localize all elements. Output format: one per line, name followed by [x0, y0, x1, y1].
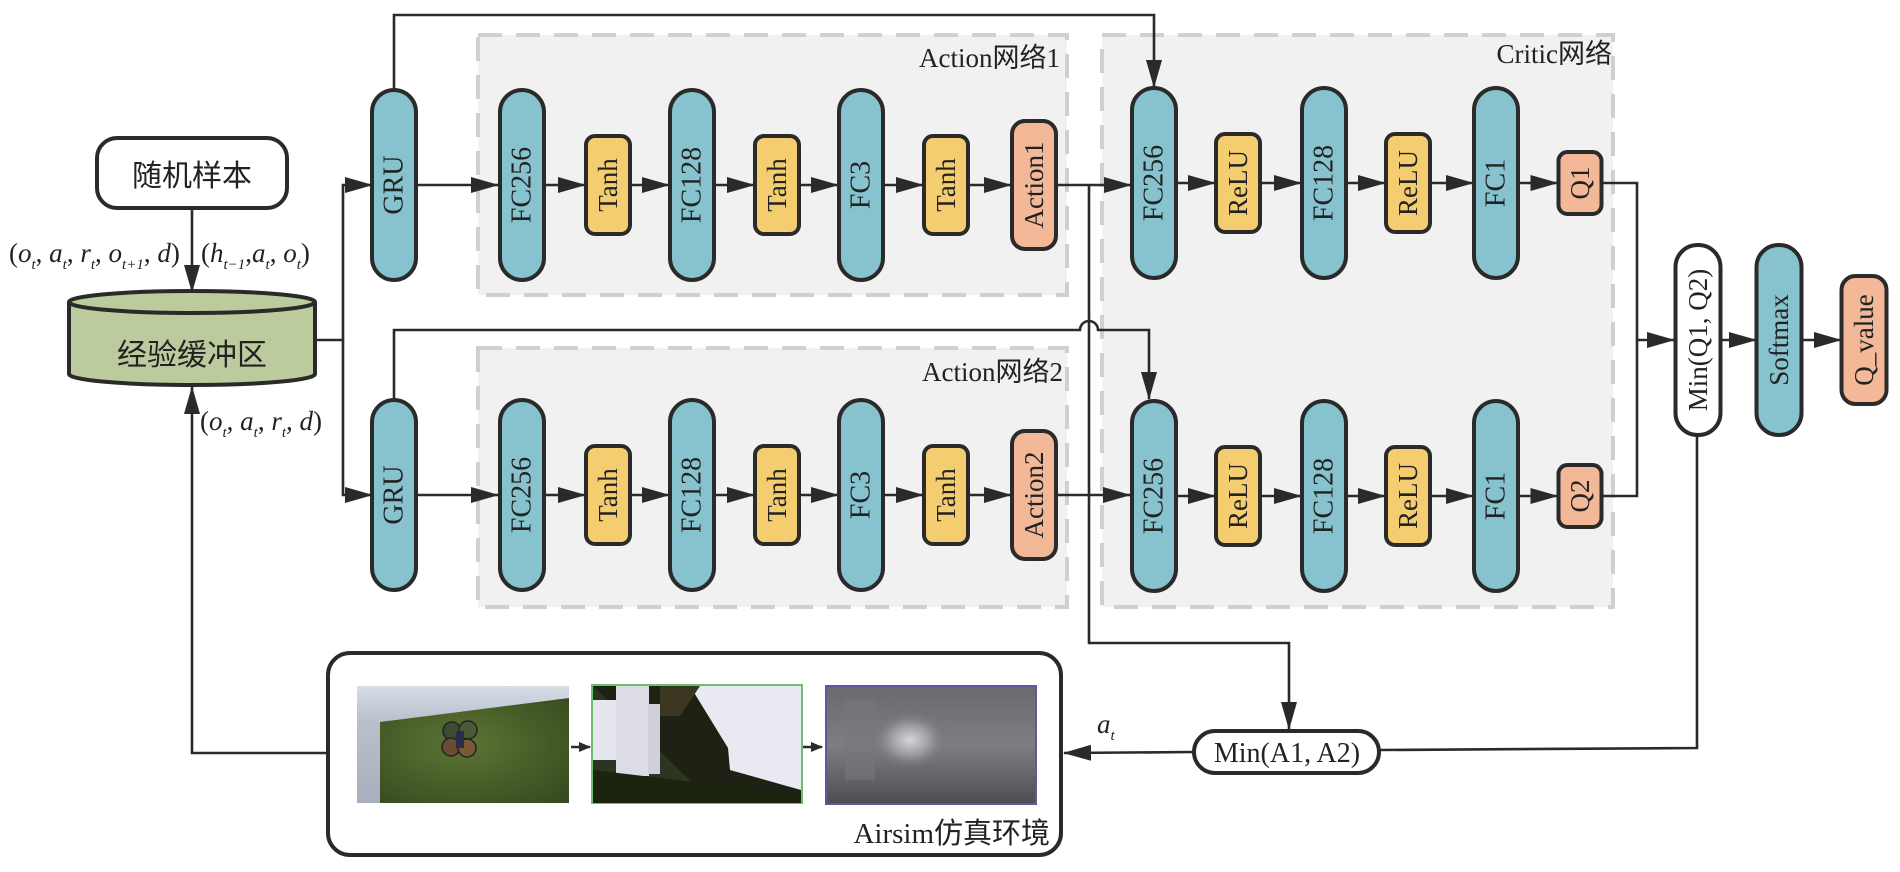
depth-map-view-image	[825, 685, 1037, 805]
action-net-2-fc128-2-label: FC128	[677, 457, 708, 533]
critic-branch-2-relu-3: ReLU	[1384, 445, 1432, 547]
critic-branch-2-q2-5-label: Q2	[1565, 480, 1595, 513]
critic-branch-1-fc256-0: FC256	[1130, 86, 1178, 280]
min-action-node: Min(A1, A2)	[1192, 729, 1381, 775]
action-net-1-tanh-1-label: Tanh	[593, 158, 623, 212]
critic-branch-1-fc128-2: FC128	[1300, 86, 1348, 280]
min-q-node-label: Min(Q1, Q2)	[1683, 269, 1713, 412]
critic-branch-2-relu-1: ReLU	[1214, 445, 1262, 547]
gru-node-2-shape	[370, 398, 418, 592]
softmax-node: Softmax	[1754, 243, 1804, 437]
replay-buffer-label: 经验缓冲区	[117, 339, 267, 372]
min-q-node-shape	[1673, 243, 1723, 437]
critic-network-group	[1100, 33, 1615, 609]
action-net-1-action1-6-shape	[1010, 119, 1058, 251]
drone-icon	[441, 720, 478, 758]
action-net-1-action1-6-label: Action1	[1019, 142, 1049, 229]
action-net-1-fc3-4-label: FC3	[846, 161, 877, 209]
gru-node-2-label: GRU	[379, 465, 410, 524]
action-output-label: at	[1097, 709, 1116, 744]
action-net-1-fc128-2: FC128	[668, 88, 716, 282]
critic-branch-1-fc128-2-label: FC128	[1309, 145, 1340, 221]
action-net-2-fc128-2: FC128	[668, 398, 716, 592]
action-net-1-fc128-2-label: FC128	[677, 147, 708, 223]
action-net-1-tanh-1: Tanh	[584, 134, 632, 236]
action-net-2-fc256-0: FC256	[498, 398, 546, 592]
action-net-2-fc3-4: FC3	[837, 398, 885, 592]
action-net-2-action2-6: Action2	[1010, 429, 1058, 561]
airsim-environment-label: Airsim仿真环境	[853, 817, 1050, 850]
critic-branch-1-q1-5-label: Q1	[1565, 167, 1595, 200]
random-sample-label: 随机样本	[132, 160, 252, 193]
action-net-1-fc256-0: FC256	[498, 88, 546, 282]
critic-branch-2-fc1-4-label: FC1	[1481, 472, 1512, 520]
critic-branch-1-relu-3: ReLU	[1384, 132, 1432, 234]
critic-branch-1-q1-5: Q1	[1556, 150, 1604, 216]
replay-buffer-node: 经验缓冲区	[67, 289, 317, 387]
min-action-label: Min(A1, A2)	[1214, 738, 1360, 769]
critic-branch-1-fc1-4-label: FC1	[1481, 159, 1512, 207]
drone-top-view-image	[357, 686, 569, 803]
critic-branch-2-fc256-0-label: FC256	[1139, 458, 1170, 534]
critic-branch-2-q2-5-shape	[1556, 463, 1604, 529]
action-network-1-title: Action网络1	[919, 43, 1060, 73]
action-net-1-tanh-5-label: Tanh	[931, 158, 961, 212]
sample-tuple-label: (ot, at, rt, ot+1, d)	[9, 238, 180, 273]
svg-text:(ot, at, rt, ot+1, d): (ot, at, rt, ot+1, d)	[9, 238, 180, 273]
gru-node-2: GRU	[370, 398, 418, 592]
critic-branch-2-relu-3-label: ReLU	[1393, 463, 1423, 529]
gru-node-1-shape	[370, 88, 418, 282]
action-net-1-fc256-0-label: FC256	[507, 147, 538, 223]
min-q-node: Min(Q1, Q2)	[1673, 243, 1723, 437]
critic-branch-1-fc1-4: FC1	[1472, 86, 1520, 280]
action-net-2-action2-6-shape	[1010, 429, 1058, 561]
connectors	[184, 13, 1842, 761]
critic-branch-1-q1-5-shape	[1556, 150, 1604, 216]
critic-branch-1-fc256-0-label: FC256	[1139, 145, 1170, 221]
svg-text:(ot, at, rt, d): (ot, at, rt, d)	[200, 406, 322, 441]
gru-node-1: GRU	[370, 88, 418, 282]
action-net-2-action2-6-label: Action2	[1019, 452, 1049, 539]
q-value-node-label: Q_value	[1849, 294, 1879, 385]
camera-rgb-view-image	[591, 684, 803, 804]
action-net-1-tanh-5: Tanh	[922, 134, 970, 236]
action-net-2-fc256-0-label: FC256	[507, 457, 538, 533]
action-net-1-action1-6: Action1	[1010, 119, 1058, 251]
q-value-node: Q_value	[1839, 274, 1889, 406]
critic-branch-2-fc1-4: FC1	[1472, 399, 1520, 593]
airsim-environment: Airsim仿真环境	[326, 651, 1063, 857]
action-net-2-tanh-1: Tanh	[584, 444, 632, 546]
random-sample-node: 随机样本	[95, 136, 289, 210]
action-net-1-fc3-4: FC3	[837, 88, 885, 282]
q-value-node-shape	[1839, 274, 1889, 406]
critic-branch-2-fc256-0: FC256	[1130, 399, 1178, 593]
critic-network-title: Critic网络	[1497, 39, 1613, 69]
buffer-cylinder-top	[67, 289, 317, 315]
critic-branch-1-relu-1: ReLU	[1214, 132, 1262, 234]
action-net-2-fc3-4-label: FC3	[846, 471, 877, 519]
history-tuple-label: (ht−1,at, ot)	[201, 238, 310, 273]
gru-node-1-label: GRU	[379, 155, 410, 214]
action-net-2-tanh-5: Tanh	[922, 444, 970, 546]
action-network-2-title: Action网络2	[922, 357, 1063, 387]
transition-tuple-label: (ot, at, rt, d)	[200, 406, 322, 441]
critic-branch-2-fc128-2: FC128	[1300, 399, 1348, 593]
action-net-1-tanh-3: Tanh	[753, 134, 801, 236]
critic-branch-2-q2-5: Q2	[1556, 463, 1604, 529]
action-net-2-tanh-3: Tanh	[753, 444, 801, 546]
buffer-cylinder-body	[67, 302, 317, 387]
action-net-2-tanh-1-label: Tanh	[593, 468, 623, 522]
critic-branch-1-relu-1-label: ReLU	[1223, 150, 1253, 216]
action-net-1-tanh-3-label: Tanh	[762, 158, 792, 212]
critic-branch-2-fc128-2-label: FC128	[1309, 458, 1340, 534]
action-net-2-tanh-3-label: Tanh	[762, 468, 792, 522]
svg-text:(ht−1,at, ot): (ht−1,at, ot)	[201, 238, 310, 273]
critic-branch-1-relu-3-label: ReLU	[1393, 150, 1423, 216]
action-net-2-tanh-5-label: Tanh	[931, 468, 961, 522]
critic-branch-2-relu-1-label: ReLU	[1223, 463, 1253, 529]
softmax-node-label: Softmax	[1764, 294, 1794, 386]
softmax-node-shape	[1754, 243, 1804, 437]
